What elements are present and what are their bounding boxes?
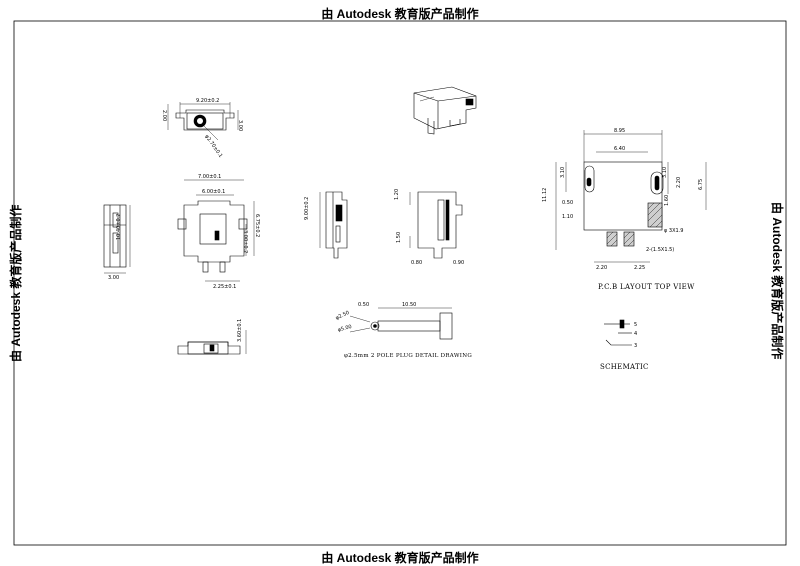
view-top-front: 9.20±0.2 3.00 2.00 φ2.70±0.1 [161, 98, 243, 159]
view-schematic: 5 4 3 SCHEMATIC [600, 319, 649, 371]
dim-front-w1: 7.00±0.1 [198, 174, 221, 180]
pcb-dim-675: 6.75 [698, 179, 704, 190]
dim-top-diameter: φ2.70±0.1 [203, 134, 223, 159]
pcb-pad: 2-(1.5X1.5) [646, 247, 674, 253]
pcb-dim-310b: 3.10 [662, 167, 668, 178]
dim-side-mid-height: 9.00±0.2 [304, 197, 310, 220]
view-side-mid: 9.00±0.2 [304, 191, 348, 259]
plug-dim-d500: φ5.00 [337, 324, 352, 334]
pcb-dim-b1: 2.20 [596, 265, 607, 271]
dim-front-h1: 6.75±0.2 [254, 214, 260, 237]
view-pcb-layout: 8.95 6.40 11.12 3.10 0.50 1.10 3.10 2.20… [542, 128, 707, 291]
dim-front-h2: 3.00±0.2 [242, 230, 248, 253]
pcb-dim-110: 1.10 [562, 214, 573, 220]
pcb-dim-050: 0.50 [562, 200, 573, 206]
dim-front-base: 2.25±0.1 [213, 284, 236, 290]
dim-top-width: 9.20±0.2 [196, 98, 219, 104]
dim-side-right-h: 1.50 [396, 232, 402, 243]
sheet-border [13, 20, 787, 546]
plug-dim-1050: 10.50 [402, 302, 416, 308]
plug-caption: φ2.5mm 2 POLE PLUG DETAIL DRAWING [344, 353, 472, 359]
view-plug: 0.50 10.50 φ2.50 φ5.00 φ2.5mm 2 POLE PLU… [335, 302, 472, 359]
dim-side-right-b1: 0.80 [411, 260, 422, 266]
pcb-dim-160: 1.60 [664, 195, 670, 206]
pcb-dim-640: 6.40 [614, 146, 625, 152]
watermark-bottom: 由 Autodesk 教育版产品制作 [321, 551, 479, 565]
view-side-right: 1.20 1.50 0.80 0.90 [394, 189, 464, 266]
schematic-title: SCHEMATIC [600, 363, 649, 371]
pcb-dim-895: 8.95 [614, 128, 625, 134]
pcb-dim-b2: 2.25 [634, 265, 645, 271]
view-side-left: 10.40±0.2 3.00 [103, 204, 131, 281]
watermark-top: 由 Autodesk 教育版产品制作 [321, 7, 479, 21]
pcb-dim-1112: 11.12 [542, 188, 548, 202]
dim-side-left-height: 10.40±0.2 [116, 214, 122, 240]
schematic-pin-5: 5 [634, 322, 637, 328]
dim-top-left: 2.00 [161, 110, 167, 121]
pcb-dim-220: 2.20 [676, 177, 682, 188]
plug-dim-050: 0.50 [358, 302, 369, 308]
schematic-pin-4: 4 [634, 331, 637, 337]
pcb-title: P.C.B LAYOUT TOP VIEW [598, 283, 695, 291]
schematic-pin-3: 3 [634, 343, 637, 349]
plug-dim-d250: φ2.50 [335, 310, 351, 322]
view-bottom: 3.60±0.1 [177, 319, 247, 355]
dim-bottom-height: 3.60±0.1 [237, 319, 243, 342]
pcb-hole: φ 3X1.9 [664, 228, 683, 234]
dim-top-height: 3.00 [237, 120, 243, 131]
dim-side-right-top: 1.20 [394, 189, 400, 200]
dim-front-w2: 6.00±0.1 [202, 189, 225, 195]
pcb-dim-310a: 3.10 [560, 167, 566, 178]
view-front: 7.00±0.1 6.00±0.1 6.75±0.2 3.00±0.2 2.25… [177, 174, 260, 290]
dim-side-right-b2: 0.90 [453, 260, 464, 266]
dim-side-left-base: 3.00 [108, 275, 119, 281]
view-isometric [413, 86, 477, 135]
